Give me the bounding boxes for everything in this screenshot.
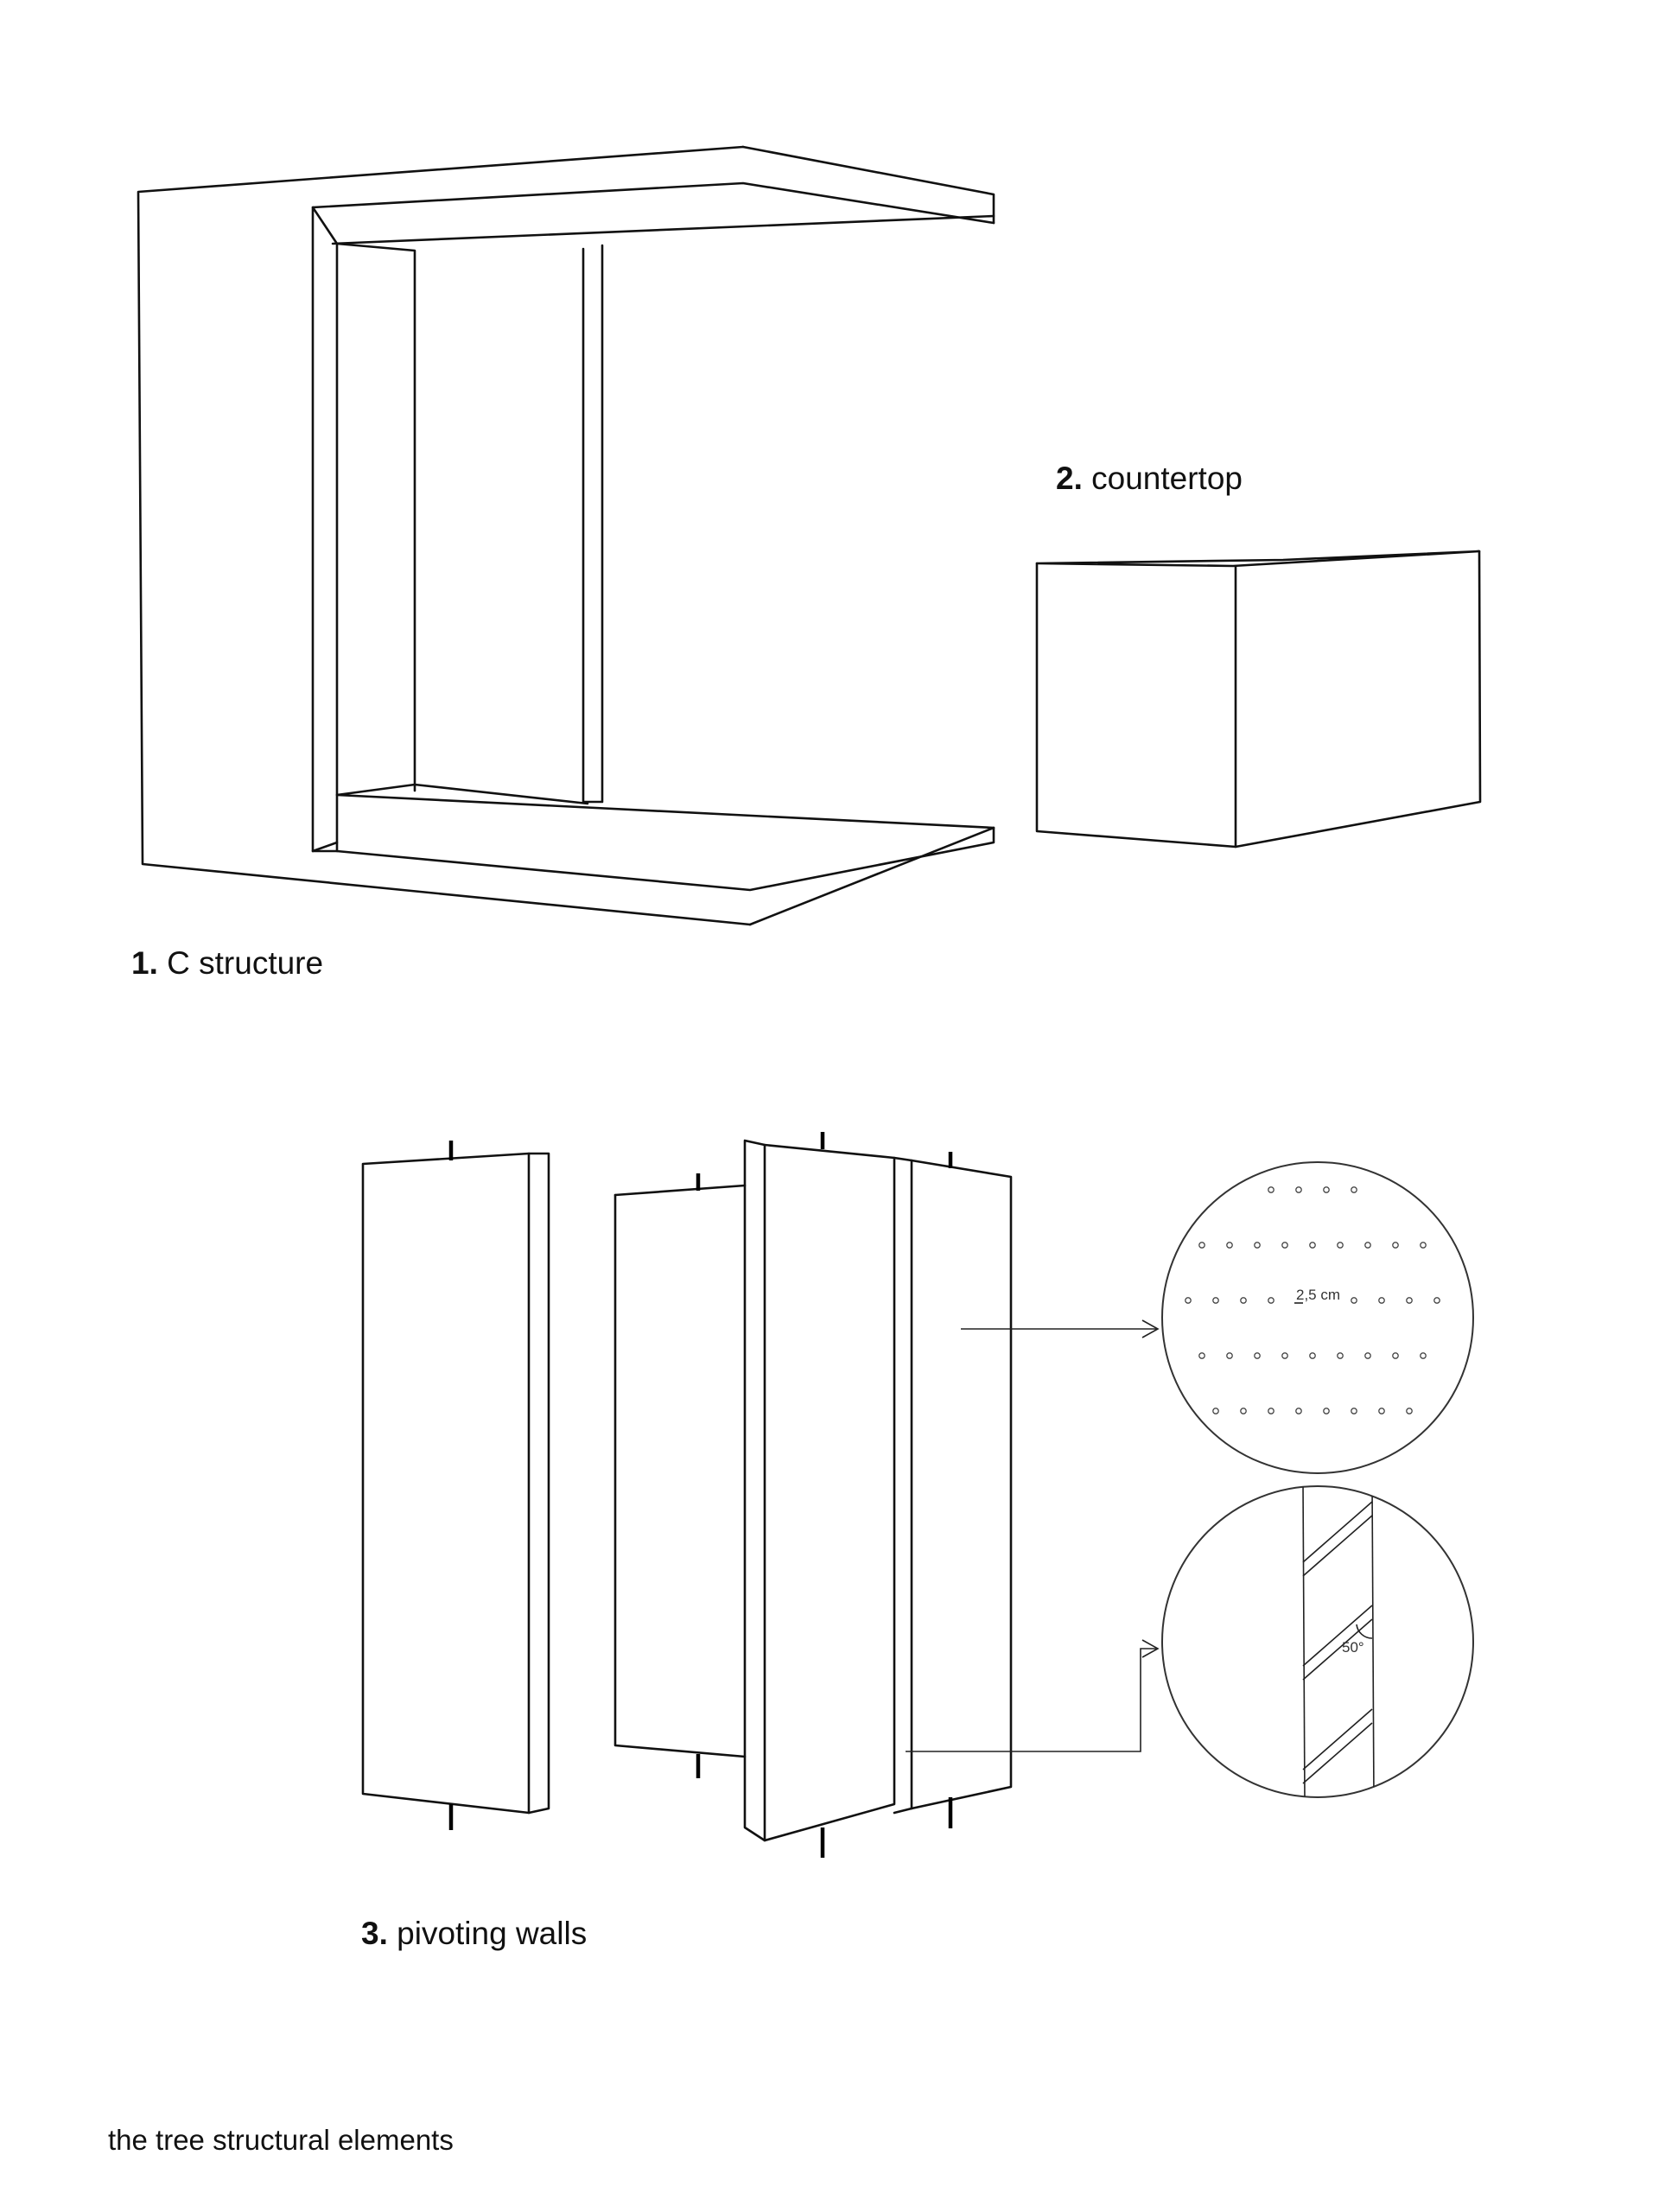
perforation-hole — [1295, 1186, 1302, 1193]
perforation-hole — [1268, 1408, 1274, 1414]
perforation-hole — [1406, 1297, 1413, 1304]
perforation-hole — [1433, 1297, 1440, 1304]
perforation-hole — [1254, 1242, 1261, 1249]
slat-angle-label: 50° — [1342, 1639, 1364, 1656]
perforation-hole — [1226, 1352, 1233, 1359]
perforation-hole — [1268, 1297, 1274, 1304]
perforation-hole — [1323, 1186, 1330, 1193]
perforation-hole — [1226, 1242, 1233, 1249]
countertop-label: 2. countertop — [1056, 461, 1243, 497]
countertop-label-number: 2. — [1056, 461, 1083, 496]
perforation-hole — [1364, 1242, 1371, 1249]
perforation-hole — [1281, 1352, 1288, 1359]
countertop-drawing — [1035, 550, 1482, 849]
perforation-hole — [1420, 1242, 1427, 1249]
perforation-hole — [1240, 1297, 1247, 1304]
perforation-hole — [1392, 1352, 1399, 1359]
perforation-hole — [1281, 1242, 1288, 1249]
perforation-hole — [1309, 1242, 1316, 1249]
perforated-panel-detail — [1161, 1161, 1474, 1474]
c-structure-label-number: 1. — [131, 945, 158, 981]
c-structure-label: 1. C structure — [131, 945, 323, 982]
c-structure-drawing — [137, 145, 995, 926]
perforation-hole — [1309, 1352, 1316, 1359]
hole-grid — [1185, 1186, 1440, 1414]
pivoting-walls-label-text: pivoting walls — [397, 1916, 588, 1951]
perforation-hole — [1420, 1352, 1427, 1359]
perforation-hole — [1351, 1297, 1357, 1304]
figure-caption: the tree structural elements — [108, 2124, 454, 2156]
pivoting-walls-drawing — [361, 1132, 1160, 1858]
pivoting-walls-label-number: 3. — [361, 1916, 388, 1951]
perforation-hole — [1212, 1408, 1219, 1414]
perforation-hole — [1378, 1408, 1385, 1414]
perforation-hole — [1323, 1408, 1330, 1414]
countertop-label-text: countertop — [1091, 461, 1243, 496]
pivoting-walls-label: 3. pivoting walls — [361, 1916, 587, 1952]
perforation-hole — [1351, 1408, 1357, 1414]
c-structure-label-text: C structure — [167, 945, 324, 981]
perforation-hole — [1185, 1297, 1192, 1304]
perforation-hole — [1295, 1408, 1302, 1414]
perforation-hole — [1337, 1352, 1344, 1359]
perforation-hole — [1351, 1186, 1357, 1193]
perforation-hole — [1268, 1186, 1274, 1193]
perforation-hole — [1392, 1242, 1399, 1249]
perforation-hole — [1212, 1297, 1219, 1304]
perforation-hole — [1378, 1297, 1385, 1304]
perforation-hole — [1198, 1242, 1205, 1249]
perforation-hole — [1254, 1352, 1261, 1359]
perforation-hole — [1240, 1408, 1247, 1414]
perforation-hole — [1337, 1242, 1344, 1249]
hole-spacing-label: 2,5 cm — [1296, 1287, 1341, 1303]
perforation-hole — [1364, 1352, 1371, 1359]
perforation-hole — [1198, 1352, 1205, 1359]
slatted-panel-detail — [1161, 1485, 1474, 1798]
perforation-hole — [1406, 1408, 1413, 1414]
